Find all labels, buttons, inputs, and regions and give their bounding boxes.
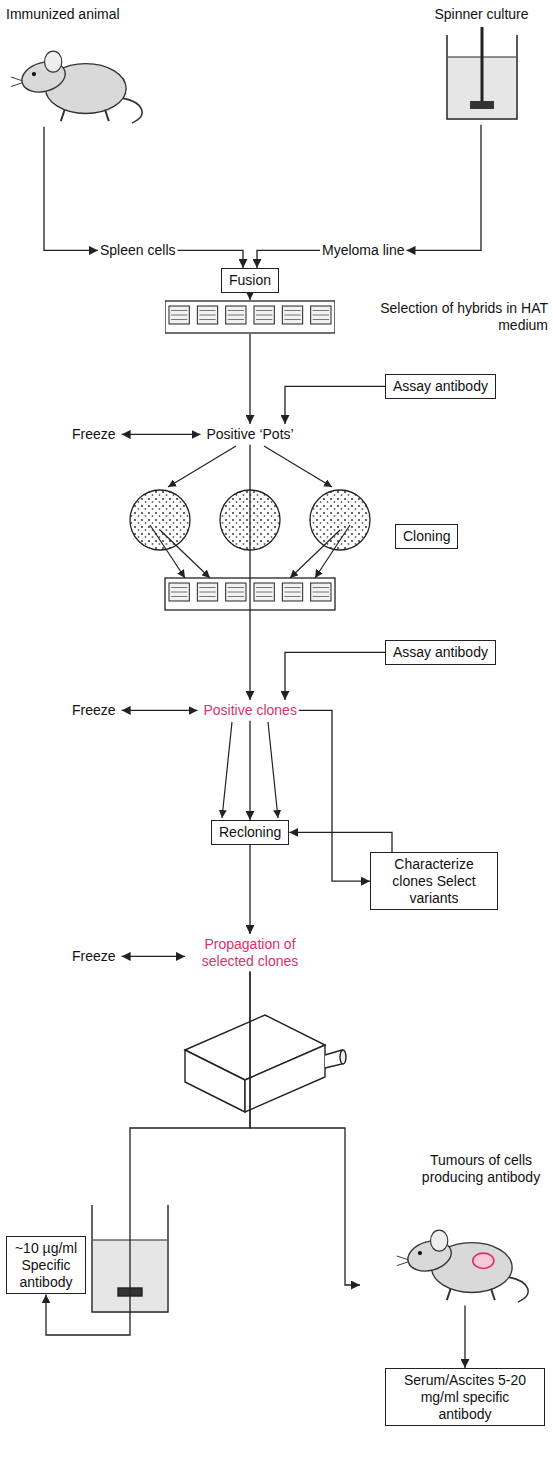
spinner-culture-vessel: [417, 27, 547, 123]
node-text: Freeze: [72, 702, 116, 719]
flow-arrow: [122, 434, 201, 435]
flow-arrow: [249, 293, 250, 300]
node-text: Spinner culture: [416, 6, 547, 23]
flow-arrow: [122, 710, 198, 711]
flow-node: Immunized animal: [4, 4, 154, 127]
flow-arrow: [407, 125, 482, 251]
flow-arrow: [249, 721, 250, 820]
flow-arrow: [122, 956, 185, 957]
flow-arrow: [250, 972, 360, 1285]
node-text: Assay antibody: [393, 378, 488, 395]
flow-arrow: [249, 445, 250, 700]
node-text: Positive ‘Pots’: [207, 426, 294, 443]
stage-label: Positive clones: [202, 700, 299, 721]
process-box: Recloning: [211, 820, 289, 845]
node-text: Immunized animal: [6, 6, 152, 23]
process-box: Assay antibody: [385, 374, 496, 399]
flow-node: Freeze: [70, 946, 118, 967]
node-text: Cloning: [403, 528, 450, 545]
flow-node: Tumours of cells producing antibody: [360, 1150, 548, 1306]
node-text: ~10 µg/ml Specific antibody: [14, 1240, 78, 1290]
flow-arrow: [464, 1306, 465, 1368]
flow-arrow: [44, 127, 98, 251]
flow-arrow: [249, 845, 250, 934]
node-text: Characterize clones Select variants: [378, 856, 490, 906]
flow-arrow: [289, 832, 392, 852]
node-text: Freeze: [72, 426, 116, 443]
flow-arrow: [178, 250, 244, 268]
node-text: Fusion: [229, 272, 271, 289]
process-box: Serum/Ascites 5-20 mg/ml specific antibo…: [385, 1368, 545, 1426]
process-box: Characterize clones Select variants: [370, 852, 498, 910]
process-box: Fusion: [221, 268, 279, 293]
node-text: Serum/Ascites 5-20 mg/ml specific antibo…: [393, 1372, 537, 1422]
flow-node: Spinner culture: [414, 4, 549, 125]
mouse-illustration: [6, 29, 156, 125]
node-text: Selection of hybrids in HAT medium: [368, 300, 548, 334]
stage-label: Propagation of selected clones: [189, 934, 311, 972]
node-text: Tumours of cells producing antibody: [416, 1152, 546, 1186]
node-text: Recloning: [219, 824, 281, 841]
node-text: Spleen cells: [100, 242, 176, 259]
flow-node: Selection of hybrids in HAT medium: [165, 300, 548, 334]
flow-arrow: [249, 334, 250, 424]
node-text: Freeze: [72, 948, 116, 965]
process-box: Assay antibody: [385, 640, 496, 665]
flow-node: Freeze: [70, 424, 118, 445]
flow-arrow: [257, 250, 320, 268]
node-text: Positive clones: [204, 702, 297, 719]
mouse-illustration: [392, 1208, 542, 1304]
process-box: Cloning: [395, 524, 458, 549]
flow-node: Myeloma line: [320, 240, 406, 261]
flow-arrow: [285, 652, 385, 700]
node-text: Myeloma line: [322, 242, 404, 259]
flow-node: Spleen cells: [98, 240, 178, 261]
node-text: Assay antibody: [393, 644, 488, 661]
flow-arrow: [285, 386, 385, 424]
flow-node: Freeze: [70, 700, 118, 721]
flow-node: Positive ‘Pots’: [205, 424, 296, 445]
flow-arrow: [299, 710, 370, 881]
culture-flask: [185, 1015, 346, 1112]
process-box: ~10 µg/ml Specific antibody: [6, 1236, 86, 1294]
node-text: Propagation of selected clones: [191, 936, 309, 970]
culture-plate: [165, 300, 335, 334]
